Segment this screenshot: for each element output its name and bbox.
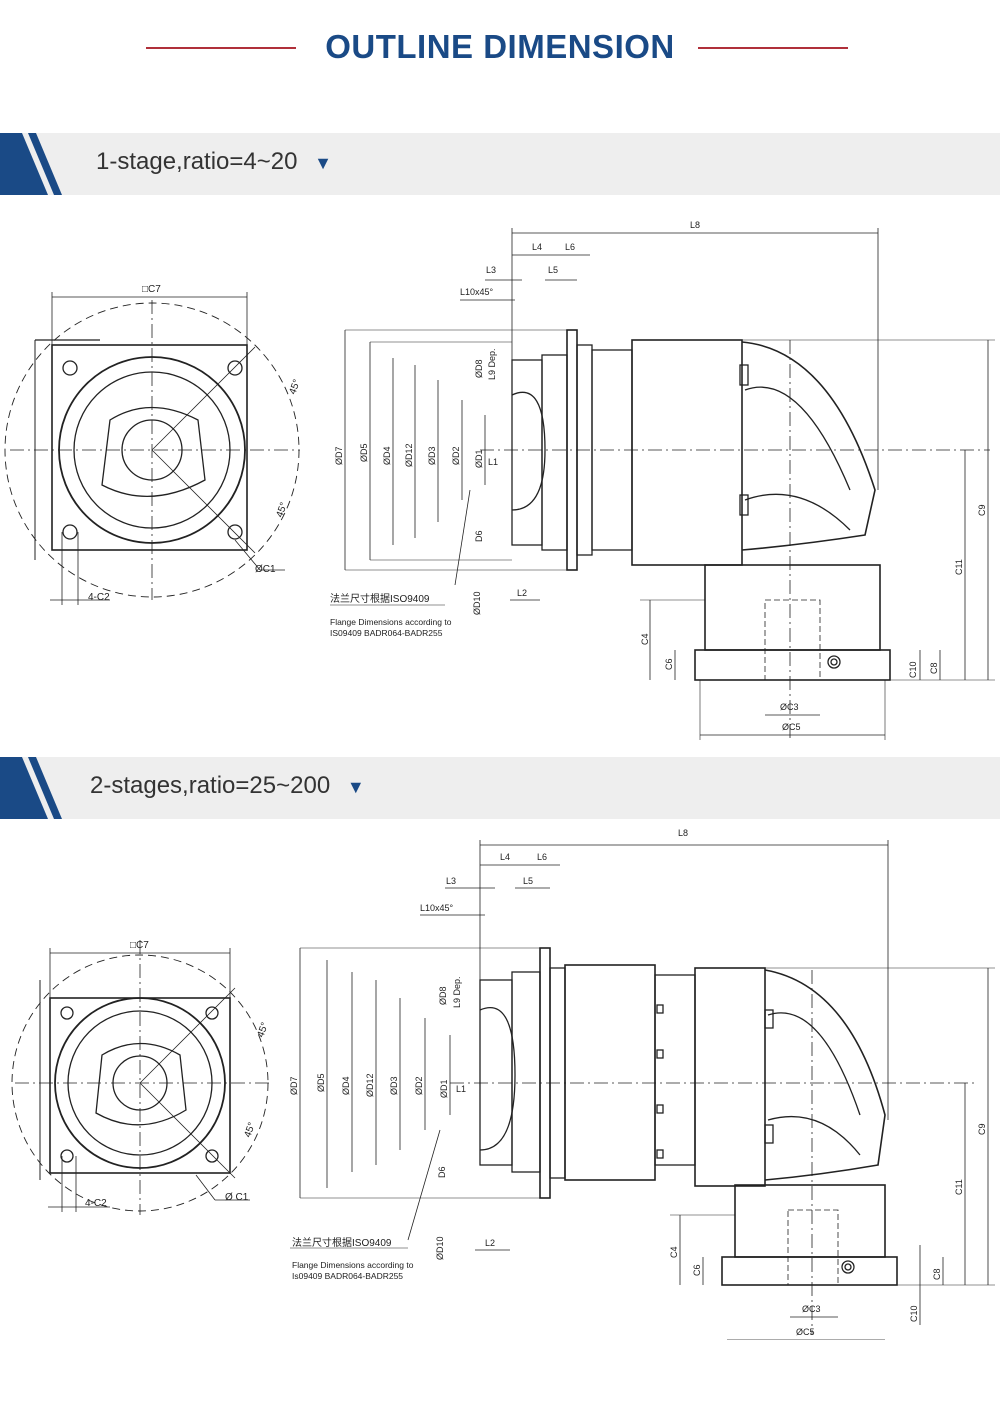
dim-l10-label: L10x45°	[460, 287, 494, 297]
dim-l10-label: L10x45°	[420, 903, 454, 913]
section-1-heading-band: 1-stage,ratio=4~20 ▼	[0, 133, 1000, 195]
outline-drawing-2-stages: □C7 Ø C1 4-C2 45° 45° L8 L4 L6 L3 L5 L10…	[11, 828, 995, 1340]
section-1-heading: 1-stage,ratio=4~20 ▼	[96, 148, 332, 176]
dim-l5-label: L5	[523, 876, 533, 886]
angle-45-label-2: 45°	[274, 501, 290, 519]
dim-d4-label: ØD4	[382, 446, 392, 465]
dim-l6-label: L6	[565, 242, 575, 252]
front-view-2	[11, 940, 270, 1215]
dim-c8-label: C8	[932, 1268, 942, 1280]
side-view-1	[330, 228, 995, 740]
dim-c5-label: ØC5	[796, 1327, 815, 1337]
dim-c8-label: C8	[929, 662, 939, 674]
dim-l4-label: L4	[500, 852, 510, 862]
dim-d10-label: ØD10	[472, 591, 482, 615]
flange-note-en-2: Is09409 BADR064-BADR255	[292, 1271, 403, 1281]
dim-c10-label: C10	[908, 661, 918, 678]
dim-c4-label: C4	[669, 1246, 679, 1258]
dim-c6-label: C6	[692, 1264, 702, 1276]
dim-c10-label: C10	[909, 1305, 919, 1322]
dim-c7-label: □C7	[142, 284, 161, 295]
title-rule-left	[146, 47, 296, 49]
side-view-2	[290, 840, 995, 1340]
flange-note-en-1: Flange Dimensions according to	[330, 617, 452, 627]
stripe-logo-icon	[0, 133, 62, 195]
dim-d5-label: ØD5	[359, 443, 369, 462]
dim-l9-label: L9 Dep.	[452, 976, 462, 1008]
dim-l8-label: L8	[678, 828, 688, 838]
dim-d12-label: ØD12	[404, 443, 414, 467]
flange-note-cn: 法兰尺寸根据ISO9409	[292, 1236, 392, 1249]
dim-d5-label: ØD5	[316, 1073, 326, 1092]
page-title: OUTLINE DIMENSION	[325, 28, 675, 65]
dim-d7-label: ØD7	[334, 446, 344, 465]
dim-c9-label: C9	[977, 504, 987, 516]
stripe-logo-icon	[0, 757, 62, 819]
dim-c6-label: C6	[664, 658, 674, 670]
dim-d2-label: ØD2	[451, 446, 461, 465]
angle-45-label-1: 45°	[287, 378, 303, 396]
dim-l6-label: L6	[537, 852, 547, 862]
dim-c5-label: ØC5	[782, 722, 801, 732]
down-triangle-icon: ▼	[314, 153, 332, 173]
dim-c2-label: 4-C2	[85, 1198, 107, 1209]
dim-c4-label: C4	[640, 633, 650, 645]
dim-l8-label: L8	[690, 220, 700, 230]
dim-d3-label: ØD3	[427, 446, 437, 465]
dim-c7-label: □C7	[130, 940, 149, 951]
section-2-heading-text: 2-stages,ratio=25~200	[90, 772, 331, 799]
section-1-heading-text: 1-stage,ratio=4~20	[96, 148, 298, 175]
dim-d4-label: ØD4	[341, 1076, 351, 1095]
dim-c1-label: ØC1	[255, 564, 276, 575]
dim-d3-label: ØD3	[389, 1076, 399, 1095]
dim-d8-label: ØD8	[438, 986, 448, 1005]
dim-c11-label: C11	[954, 1179, 964, 1195]
dim-l2-label: L2	[517, 588, 527, 598]
dim-d1-label: ØD1	[439, 1079, 449, 1098]
flange-note-en-2: IS09409 BADR064-BADR255	[330, 628, 443, 638]
dim-d10-label: ØD10	[435, 1236, 445, 1260]
section-2-heading-band: 2-stages,ratio=25~200 ▼	[0, 757, 1000, 819]
dim-d12-label: ØD12	[365, 1073, 375, 1097]
dim-l1-label: L1	[488, 457, 498, 467]
dim-l3-label: L3	[446, 876, 456, 886]
outline-drawing-1-stage: □C7 ØC1 4-C2 45° 45° L8 L4 L6 L3 L5 L10x…	[4, 220, 995, 740]
dim-d6-label: D6	[474, 530, 484, 542]
dim-l2-label: L2	[485, 1238, 495, 1248]
dim-c11-label: C11	[954, 559, 964, 575]
section-2-heading: 2-stages,ratio=25~200 ▼	[90, 772, 365, 800]
dim-l5-label: L5	[548, 265, 558, 275]
dim-d1-label: ØD1	[474, 449, 484, 468]
angle-45-label-1: 45°	[255, 1021, 271, 1039]
down-triangle-icon: ▼	[346, 777, 365, 797]
dim-d6-label: D6	[437, 1166, 447, 1178]
dim-d8-label: ØD8	[474, 359, 484, 378]
dim-c9-label: C9	[977, 1123, 987, 1135]
front-view-1	[4, 292, 300, 605]
flange-note-cn: 法兰尺寸根据ISO9409	[330, 592, 430, 605]
page-header: OUTLINE DIMENSION	[0, 0, 1000, 100]
dim-d7-label: ØD7	[289, 1076, 299, 1095]
angle-45-label-2: 45°	[242, 1121, 258, 1139]
dim-l9-label: L9 Dep.	[487, 348, 497, 380]
flange-note-en-1: Flange Dimensions according to	[292, 1260, 414, 1270]
dim-l4-label: L4	[532, 242, 542, 252]
dim-c3-label: ØC3	[780, 702, 799, 712]
dim-c3-label: ØC3	[802, 1304, 821, 1314]
dim-l1-label: L1	[456, 1084, 466, 1094]
dim-c1-label: Ø C1	[225, 1192, 249, 1203]
title-rule-right	[698, 47, 848, 49]
dim-l3-label: L3	[486, 265, 496, 275]
dim-c2-label: 4-C2	[88, 592, 110, 603]
dim-d2-label: ØD2	[414, 1076, 424, 1095]
